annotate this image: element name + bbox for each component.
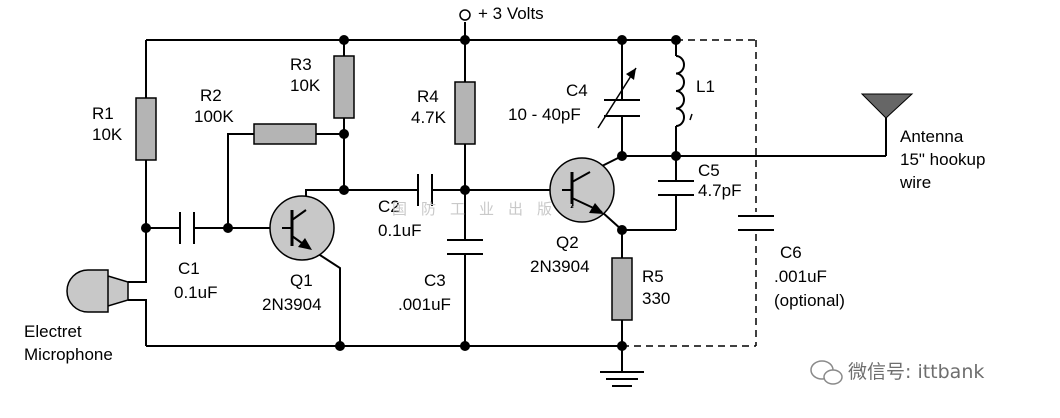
optional-c6-path — [622, 39, 757, 347]
c5-value: 4.7pF — [698, 181, 741, 200]
r2-value: 100K — [194, 107, 234, 126]
antenna-label-line2: 15" hookup — [900, 150, 985, 169]
wechat-brand: 微信号: ittbank — [810, 360, 984, 385]
resistor-r2 — [253, 123, 317, 145]
resistor-r5 — [611, 257, 633, 321]
c5-name: C5 — [698, 161, 720, 180]
capacitor-c5 — [658, 180, 694, 196]
supply-label: + 3 Volts — [478, 4, 544, 23]
c6-value: .001uF — [774, 267, 827, 286]
l1-name: L1 — [696, 77, 715, 96]
microphone-icon — [66, 269, 129, 313]
resistor-r1 — [135, 97, 157, 161]
antenna-label-line1: Antenna — [900, 127, 964, 146]
r5-name: R5 — [642, 267, 664, 286]
antenna-icon — [860, 93, 914, 119]
wechat-icon — [810, 360, 843, 385]
q2-part: 2N3904 — [530, 257, 590, 276]
antenna-label-line3: wire — [899, 173, 931, 192]
r1-value: 10K — [92, 125, 123, 144]
r4-value: 4.7K — [411, 108, 447, 127]
c1-name: C1 — [178, 259, 200, 278]
r3-name: R3 — [290, 55, 312, 74]
c2-name: C2 — [378, 197, 400, 216]
q1-name: Q1 — [290, 271, 313, 290]
r5-value: 330 — [642, 289, 670, 308]
publisher-watermark: 国防工业出版社 — [392, 200, 595, 218]
capacitor-c2 — [417, 174, 433, 206]
c6-note: (optional) — [774, 291, 845, 310]
r2-name: R2 — [200, 86, 222, 105]
r4-name: R4 — [417, 87, 439, 106]
capacitor-c4-variable — [597, 67, 640, 129]
c1-value: 0.1uF — [174, 283, 217, 302]
junction-dots — [141, 35, 681, 351]
c4-value: 10 - 40pF — [508, 105, 581, 124]
capacitor-c6-optional — [738, 215, 774, 231]
inductor-l1 — [675, 55, 685, 127]
r1-name: R1 — [92, 104, 114, 123]
resistor-r3 — [333, 55, 355, 119]
ground-symbol — [600, 371, 644, 387]
resistor-r4 — [454, 81, 476, 145]
c3-value: .001uF — [398, 295, 451, 314]
wechat-id: 微信号: ittbank — [848, 361, 984, 383]
transistor-q1 — [269, 195, 335, 261]
capacitor-c1 — [179, 212, 195, 244]
supply-terminal — [459, 9, 471, 21]
mic-label-line1: Electret — [24, 322, 82, 341]
transistor-q2 — [549, 157, 615, 223]
q2-name: Q2 — [556, 233, 579, 252]
c4-name: C4 — [566, 81, 588, 100]
wires — [128, 22, 887, 372]
c6-name: C6 — [780, 243, 802, 262]
c3-name: C3 — [424, 271, 446, 290]
mic-label-line2: Microphone — [24, 345, 113, 364]
c2-value: 0.1uF — [378, 221, 421, 240]
q1-part: 2N3904 — [262, 295, 322, 314]
capacitor-c3 — [447, 239, 483, 255]
r3-value: 10K — [290, 76, 321, 95]
